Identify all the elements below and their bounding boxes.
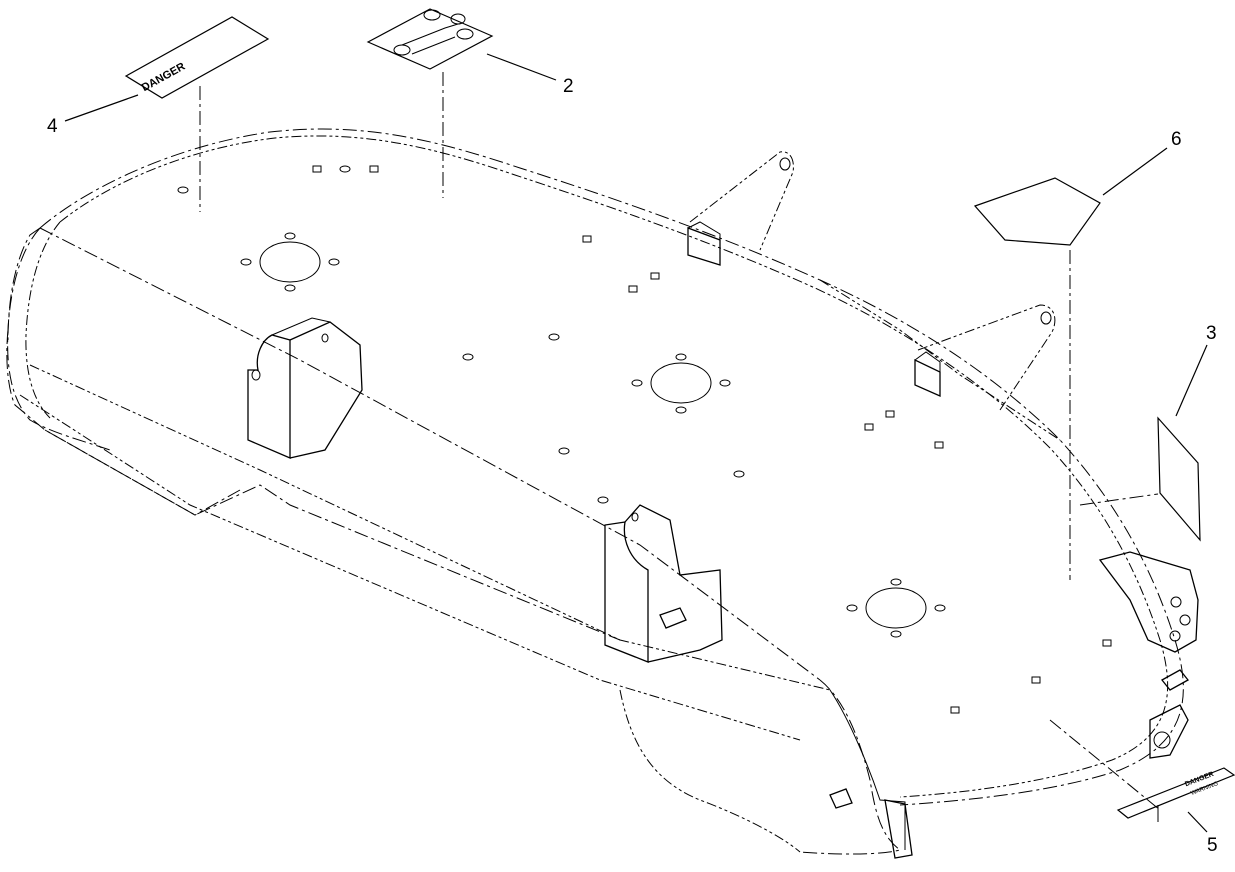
- callout-2-leader: [486, 53, 557, 81]
- deck-front-skirt-bottom: [29, 364, 831, 691]
- deck-wheel-bracket-right: [1098, 551, 1199, 759]
- deck-holes: [177, 165, 1112, 714]
- front-pins: [829, 788, 913, 859]
- deck-top-outline-inner: [59, 135, 1169, 798]
- front-bracket-center: [604, 504, 723, 663]
- callout-6: 6: [1171, 129, 1182, 150]
- rear-bracket-left: [687, 151, 794, 266]
- decal-4-danger: DANGER: [124, 16, 270, 212]
- decal-5-leader: [1049, 719, 1161, 811]
- deck-front-skirt-top: [39, 227, 821, 681]
- deck-front-right-end3: [829, 689, 906, 850]
- deck-left-end-inner: [25, 221, 61, 419]
- deck-rear-rim: [819, 279, 1061, 441]
- decal-3-side: [1079, 416, 1201, 542]
- callout-3-leader: [1175, 344, 1208, 417]
- deck-left-skirt: [6, 329, 241, 516]
- mower-deck: [6, 128, 1184, 855]
- deck-left-end: [7, 227, 111, 451]
- spindle-mount-right: [846, 578, 946, 638]
- deck-front-right-end: [799, 679, 902, 855]
- decal-6-deflector: [973, 177, 1101, 580]
- deck-top-outline: [39, 128, 1184, 806]
- callout-6-leader: [1102, 147, 1168, 196]
- decal-2-control-diagram: [366, 8, 494, 198]
- deck-front-right-end2: [619, 689, 801, 853]
- front-bracket-left: [247, 317, 363, 459]
- callout-3: 3: [1206, 323, 1217, 344]
- callout-5: 5: [1207, 835, 1218, 856]
- decal-3-leader: [1079, 493, 1159, 506]
- spindle-mounts: [240, 232, 946, 638]
- spindle-mount-center: [631, 353, 731, 414]
- spindle-mount-left: [240, 232, 340, 292]
- deck-front-skirt-lower: [44, 429, 621, 641]
- callout-2: 2: [563, 76, 574, 97]
- callout-4-leader: [64, 94, 139, 122]
- discharge-chute: [7, 227, 41, 341]
- rear-bracket-right: [914, 304, 1056, 411]
- callout-5-leader: [1187, 811, 1208, 833]
- deck-front-skirt-lower2: [19, 394, 801, 741]
- callout-4: 4: [47, 116, 58, 137]
